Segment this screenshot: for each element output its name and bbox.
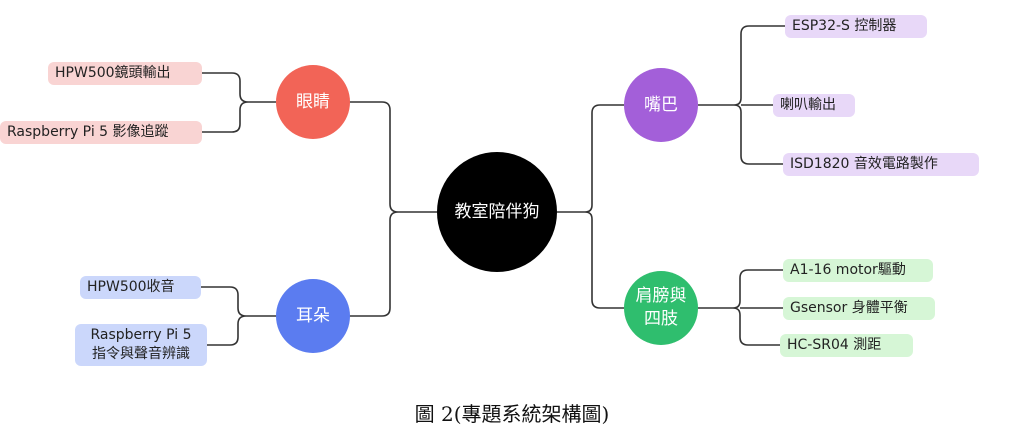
connector-ears-leaves: [201, 286, 276, 346]
ears-node: 耳朵: [276, 279, 350, 353]
center-node-label: 教室陪伴狗: [454, 201, 540, 222]
mouth-leaf-sound-circuit: ISD1820 音效電路製作: [783, 153, 979, 176]
eyes-node-label: 眼睛: [296, 91, 330, 112]
connector-center-left-brace: [389, 203, 399, 221]
connector-center-right: [557, 104, 624, 309]
mouth-leaf-speaker: 喇叭輸出: [773, 94, 855, 117]
limbs-leaf-motor: A1-16 motor驅動: [783, 259, 933, 282]
connector-eyes-leaves: [202, 72, 276, 133]
ears-node-label: 耳朵: [296, 305, 330, 326]
connector-center-left: [276, 101, 437, 317]
mouth-node-label: 嘴巴: [644, 94, 678, 115]
center-node: 教室陪伴狗: [437, 152, 557, 272]
connector-mouth-leaves: [698, 25, 785, 165]
limbs-node: 肩膀與四肢: [624, 271, 698, 345]
limbs-label-line2: 四肢: [644, 309, 678, 329]
ears-leaf-line1: Raspberry Pi 5: [90, 327, 192, 343]
limbs-label-line1: 肩膀與: [635, 286, 687, 307]
limbs-leaf-gsensor: Gsensor 身體平衡: [783, 297, 935, 320]
ears-leaf-voice-recognition: Raspberry Pi 5 指令與聲音辨識: [75, 324, 207, 366]
ears-leaf-audio-input: HPW500收音: [80, 276, 201, 299]
eyes-node: 眼睛: [276, 65, 350, 139]
connector-limbs-leaves: [698, 269, 783, 346]
eyes-leaf-camera-output: HPW500鏡頭輸出: [48, 62, 202, 85]
limbs-node-label: 肩膀與四肢: [636, 285, 687, 331]
eyes-leaf-image-tracking: Raspberry Pi 5 影像追蹤: [0, 121, 202, 144]
figure-caption: 圖 2(專題系統架構圖): [414, 402, 610, 426]
mouth-leaf-controller: ESP32-S 控制器: [785, 15, 927, 38]
limbs-leaf-distance: HC-SR04 測距: [780, 334, 913, 357]
mouth-node: 嘴巴: [624, 68, 698, 142]
ears-leaf-line2: 指令與聲音辨識: [92, 346, 190, 362]
